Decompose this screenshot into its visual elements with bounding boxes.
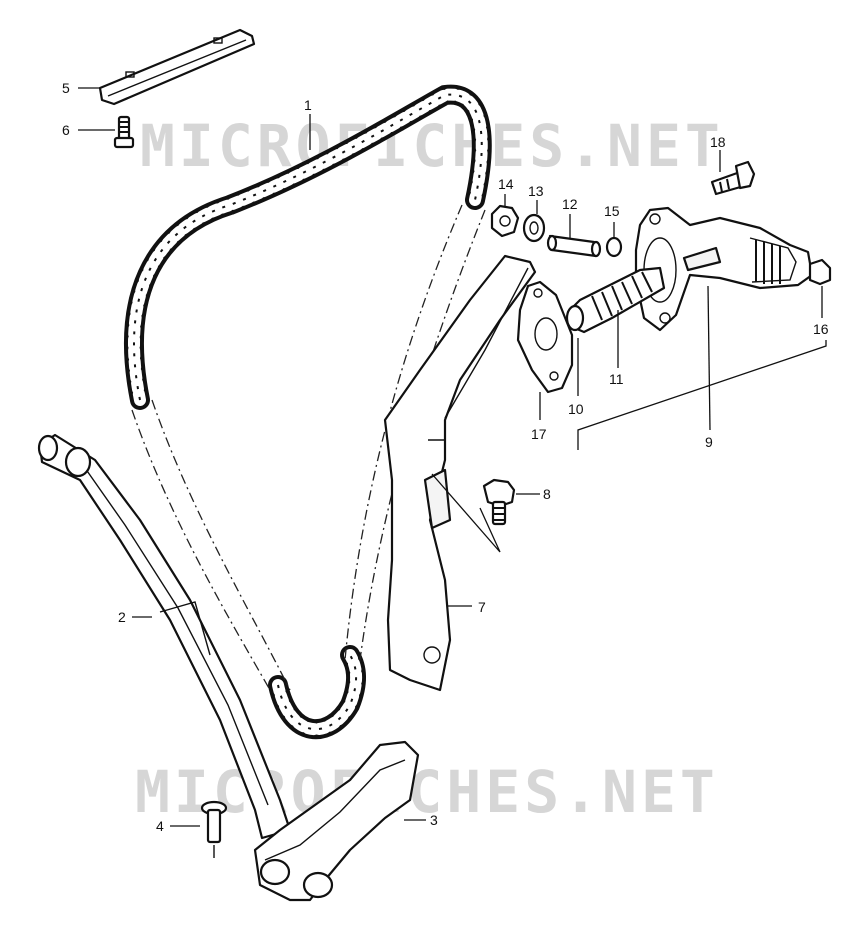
callout-12: 12 xyxy=(562,196,578,212)
part-18-bolt xyxy=(710,160,756,196)
part-16-cap xyxy=(808,258,832,286)
part-8-bolt xyxy=(431,473,516,553)
callout-5: 5 xyxy=(62,80,70,96)
part-12-stud xyxy=(546,234,602,258)
part-14-nut xyxy=(490,204,520,238)
callout-2: 2 xyxy=(118,609,126,625)
callout-18: 18 xyxy=(710,134,726,150)
callout-16: 16 xyxy=(813,321,829,337)
callout-labels: 1 2 3 4 5 6 7 8 9 10 11 12 13 14 15 16 1… xyxy=(62,80,829,834)
part-7-tensioner-arm xyxy=(383,254,537,692)
callout-9: 9 xyxy=(705,434,713,450)
part-5-guide-cushion xyxy=(98,28,256,106)
callout-1: 1 xyxy=(304,97,312,113)
leader-lines xyxy=(78,87,827,827)
callout-10: 10 xyxy=(568,401,584,417)
callout-11: 11 xyxy=(609,371,624,387)
part-13-washer xyxy=(522,213,546,243)
part-17-gasket xyxy=(516,280,574,394)
part-3-lower-guide xyxy=(253,740,420,902)
part-1-timing-chain xyxy=(124,84,492,740)
part-15-clip xyxy=(605,236,623,258)
callout-13: 13 xyxy=(528,183,544,199)
part-9-tensioner-body xyxy=(634,206,814,332)
callout-4: 4 xyxy=(156,818,164,834)
callout-6: 6 xyxy=(62,122,70,138)
part-4-pin xyxy=(200,800,228,858)
callout-3: 3 xyxy=(430,812,438,828)
part-6-bolt xyxy=(113,115,135,149)
callout-8: 8 xyxy=(543,486,551,502)
callout-14: 14 xyxy=(498,176,514,192)
callout-7: 7 xyxy=(478,599,486,615)
watermark-bottom: MICROFICHES.NET xyxy=(135,758,719,826)
callout-17: 17 xyxy=(531,426,547,442)
callout-15: 15 xyxy=(604,203,620,219)
watermark-top: MICROFICHES.NET xyxy=(140,112,724,180)
part-10-11-plunger-spring xyxy=(565,266,666,334)
